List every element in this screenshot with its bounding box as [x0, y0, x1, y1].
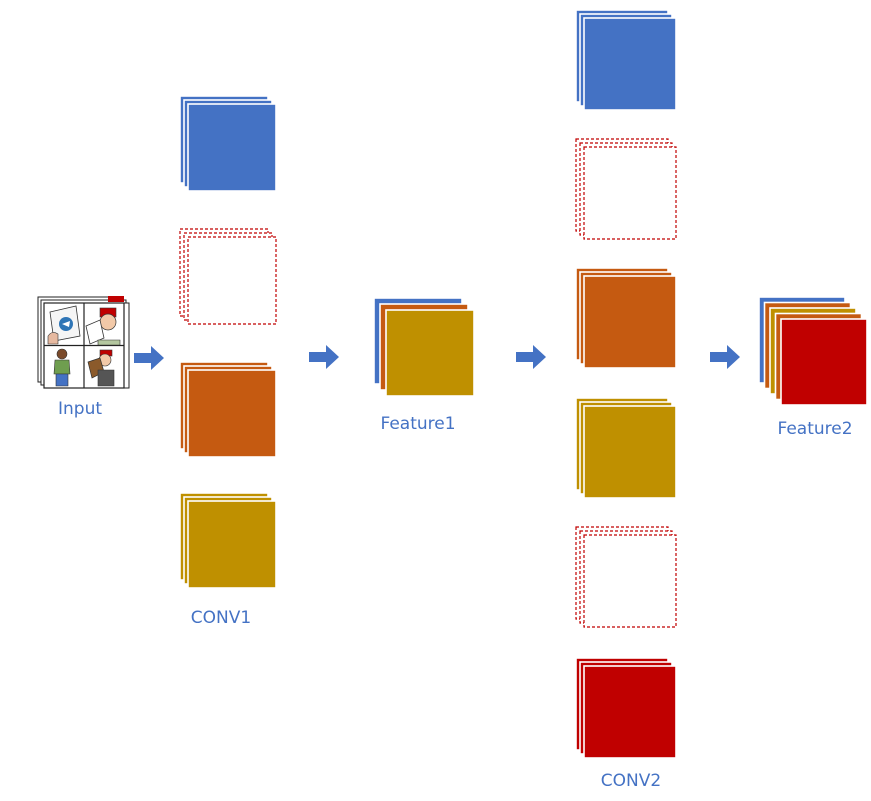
- feature2-stack: [758, 296, 868, 406]
- arrow-right-icon: [516, 345, 546, 369]
- conv2-label: CONV2: [600, 771, 662, 791]
- conv1-filter-column: [179, 95, 277, 589]
- feature2-channels: [758, 296, 868, 406]
- filter-sheet: [187, 103, 277, 192]
- filter-sheet: [583, 275, 677, 369]
- feature1-stack: [373, 297, 475, 397]
- feature-channel-gold: [385, 309, 475, 397]
- feature1-channels: [373, 297, 475, 397]
- filter-sheet: [187, 500, 277, 589]
- panel-person-box-icon: [87, 349, 115, 387]
- conv2-filter-outline: [575, 526, 677, 628]
- filter-sheet: [583, 534, 677, 628]
- arrow-right-icon: [710, 345, 740, 369]
- conv2-filter-outline: [575, 138, 677, 240]
- conv2-filter-orange: [575, 267, 677, 369]
- conv2-filter-red: [575, 657, 677, 759]
- filter-sheet: [583, 146, 677, 240]
- filter-sheet: [187, 236, 277, 325]
- filter-sheet: [187, 369, 277, 458]
- panel-document-logo-icon: [47, 305, 81, 345]
- conv1-label: CONV1: [190, 608, 252, 628]
- conv1-filter-outline: [179, 228, 277, 325]
- feature1-label: Feature1: [380, 414, 456, 434]
- feature-channel-red: [780, 318, 868, 406]
- panel-person-back-icon: [53, 348, 71, 387]
- filter-sheet: [583, 17, 677, 111]
- arrow-right-icon: [134, 346, 164, 370]
- conv2-filter-blue: [575, 9, 677, 111]
- conv2-filter-column: [575, 9, 677, 759]
- input-label: Input: [57, 399, 103, 419]
- conv1-filter-orange: [179, 361, 277, 458]
- arrow-right-icon: [309, 345, 339, 369]
- conv2-filter-gold: [575, 397, 677, 499]
- conv1-filter-gold: [179, 492, 277, 589]
- filter-sheet: [583, 665, 677, 759]
- filter-sheet: [583, 405, 677, 499]
- input-sheet-accent: [108, 296, 124, 302]
- input-image-stack: [37, 296, 130, 389]
- arrow-group: [134, 345, 740, 370]
- conv1-filter-blue: [179, 95, 277, 192]
- panel-man-paper-icon: [85, 307, 121, 346]
- feature2-label: Feature2: [777, 419, 853, 439]
